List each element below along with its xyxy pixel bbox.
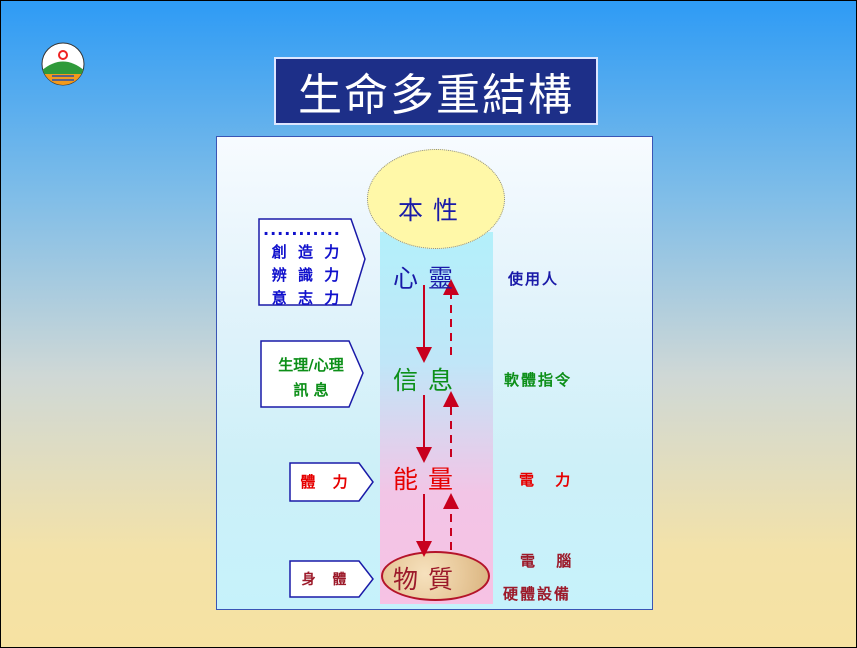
sun-over-hill-logo-icon bbox=[41, 42, 85, 86]
callout-mind-shape bbox=[258, 218, 366, 306]
callout-mind-line: 創 造 力 bbox=[271, 243, 343, 261]
level-info: 信 息 bbox=[393, 366, 454, 395]
callout-info-line: 訊 息 bbox=[293, 381, 329, 399]
level-mind: 心 靈 bbox=[393, 264, 454, 293]
level-nature: 本 性 bbox=[398, 196, 459, 225]
label-software-commands: 軟體指令 bbox=[504, 371, 573, 389]
callout-info-line: 生理/心理 bbox=[278, 356, 344, 374]
level-energy: 能 量 bbox=[393, 465, 454, 494]
label-computer: 電 腦 bbox=[520, 552, 580, 570]
life-structure-diagram: 本 性 心 靈 信 息 能 量 物 質 ··········· 創 造 力 辨 … bbox=[216, 136, 653, 610]
callout-info-text: 生理/心理 訊 息 bbox=[261, 353, 361, 403]
callout-mind-text: 創 造 力 辨 識 力 意 志 力 bbox=[261, 241, 353, 310]
matter-ellipse bbox=[381, 551, 490, 601]
flow-arrows bbox=[258, 218, 459, 598]
label-user: 使用人 bbox=[508, 270, 560, 288]
callout-info-shape bbox=[260, 340, 364, 408]
level-matter: 物 質 bbox=[393, 565, 454, 594]
callout-matter-text: 身 體 bbox=[301, 572, 353, 588]
callout-matter-shape bbox=[289, 560, 374, 598]
central-pillar bbox=[380, 232, 493, 604]
label-electricity: 電 力 bbox=[519, 471, 579, 489]
callout-mind-line: 意 志 力 bbox=[271, 289, 343, 307]
callout-mind-dots: ··········· bbox=[263, 224, 341, 243]
title-box: 生命多重結構 bbox=[274, 57, 598, 125]
callout-energy-text: 體 力 bbox=[300, 473, 354, 491]
callout-mind-line: 辨 識 力 bbox=[271, 266, 343, 284]
page-title: 生命多重結構 bbox=[298, 70, 574, 121]
label-hardware: 硬體設備 bbox=[503, 585, 572, 603]
callout-energy-shape bbox=[289, 462, 374, 502]
nature-ellipse bbox=[367, 149, 505, 249]
